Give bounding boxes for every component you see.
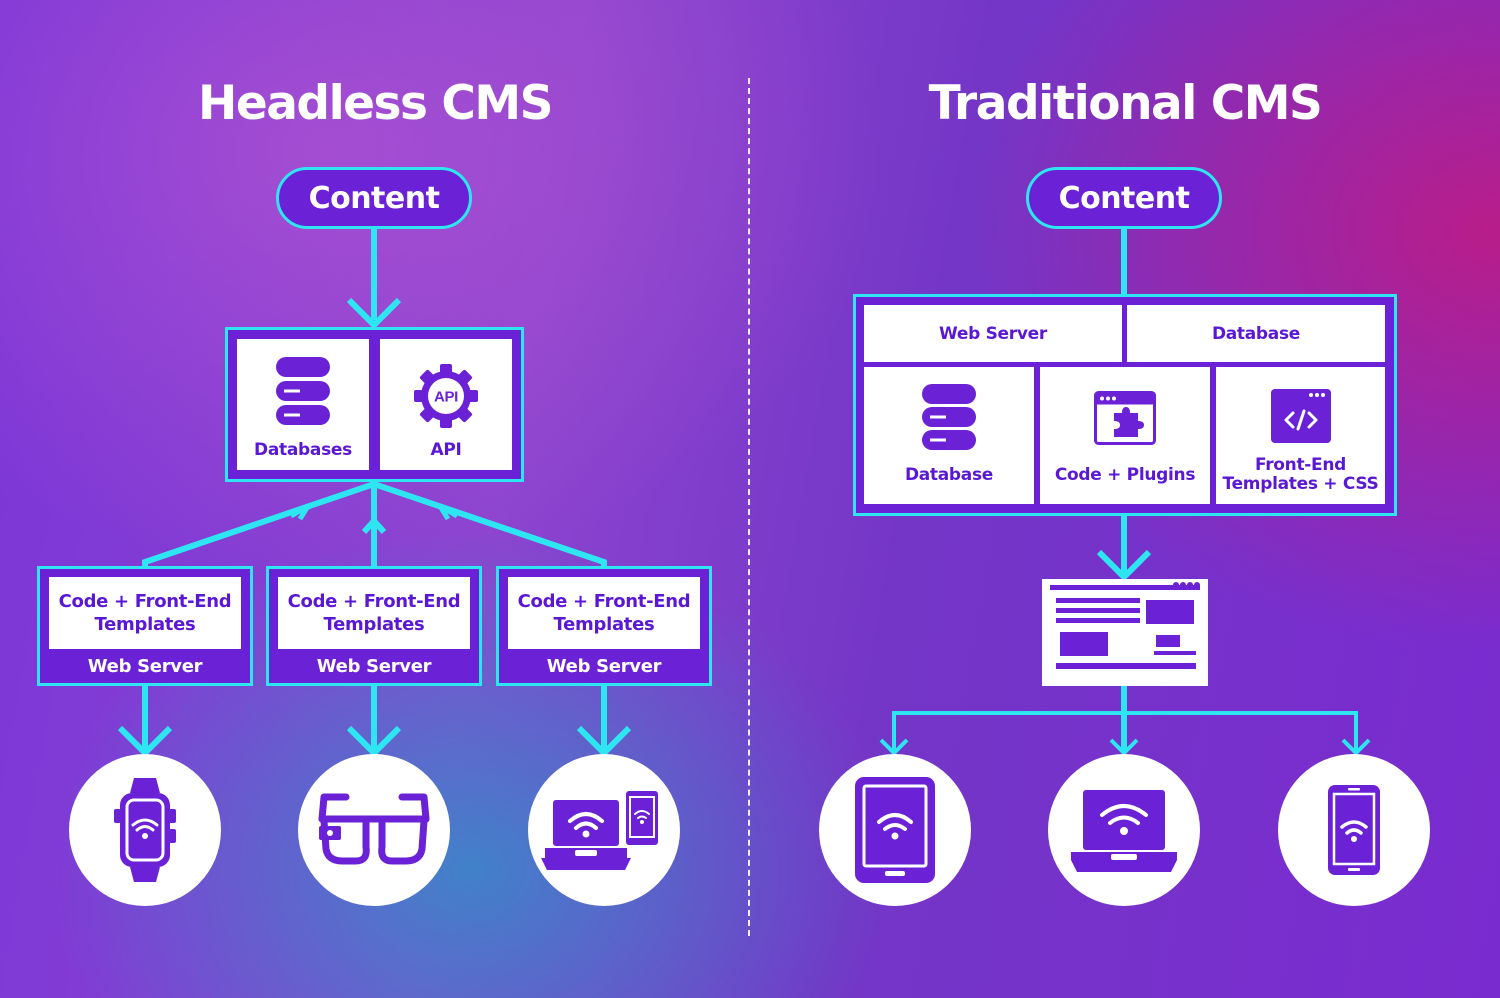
web-server-header-cell: Web Server [864,305,1122,362]
databases-cell: Databases [237,339,369,470]
laptop-and-phone-icon [541,790,660,870]
database-header-label: Database [1211,323,1301,344]
device-circle-laptop [1048,754,1200,906]
traditional-content-node: Content [1026,167,1222,229]
api-gear-icon: API [380,363,512,429]
api-icon-text: API [434,389,458,406]
headless-hub-box: Databases API API [225,327,524,482]
web-server-box-1: Code + Front-End Templates Web Server [37,566,253,686]
code-plugins-label: Code + Plugins [1054,465,1196,485]
web-server-label: Web Server [546,656,662,677]
database-module-label: Database [904,465,994,485]
smartphone-icon [1328,785,1380,875]
smart-glasses-icon [318,793,430,865]
front-end-templates-label: Front-End Templates + CSS [1222,455,1379,494]
web-server-label: Web Server [87,656,203,677]
database-icon [237,357,369,425]
laptop-icon [1071,790,1177,872]
tablet-icon [855,777,935,883]
database-header-cell: Database [1127,305,1385,362]
code-plugins-cell: Code + Plugins [1040,367,1210,504]
databases-label: Databases [254,440,352,460]
web-server-header-label: Web Server [939,323,1047,344]
web-server-label: Web Server [316,656,432,677]
api-cell: API API [380,339,512,470]
headless-content-node: Content [276,167,472,229]
server-code-templates-label: Code + Front-End Templates [508,577,700,649]
server-code-templates-label: Code + Front-End Templates [278,577,470,649]
webpage-layout-icon [1042,579,1208,686]
device-circle-tablet [819,754,971,906]
headless-cms-title: Headless CMS [198,76,553,131]
device-circle-laptop-phone [528,754,680,906]
code-window-icon [1216,389,1385,443]
database-icon [864,384,1034,450]
device-circle-smartwatch [69,754,221,906]
server-code-templates-label: Code + Front-End Templates [49,577,241,649]
smartwatch-icon [114,778,176,882]
database-module-cell: Database [864,367,1034,504]
device-circle-smart-glasses [298,754,450,906]
section-divider [748,78,750,936]
web-server-box-2: Code + Front-End Templates Web Server [266,566,482,686]
device-circle-smartphone [1278,754,1430,906]
traditional-cms-box: Web Server Database Database Code + Plu [853,294,1397,516]
plugin-puzzle-icon [1040,391,1210,445]
web-server-box-3: Code + Front-End Templates Web Server [496,566,712,686]
traditional-cms-title: Traditional CMS [928,76,1323,131]
front-end-templates-cell: Front-End Templates + CSS [1216,367,1385,504]
api-label: API [430,440,462,460]
